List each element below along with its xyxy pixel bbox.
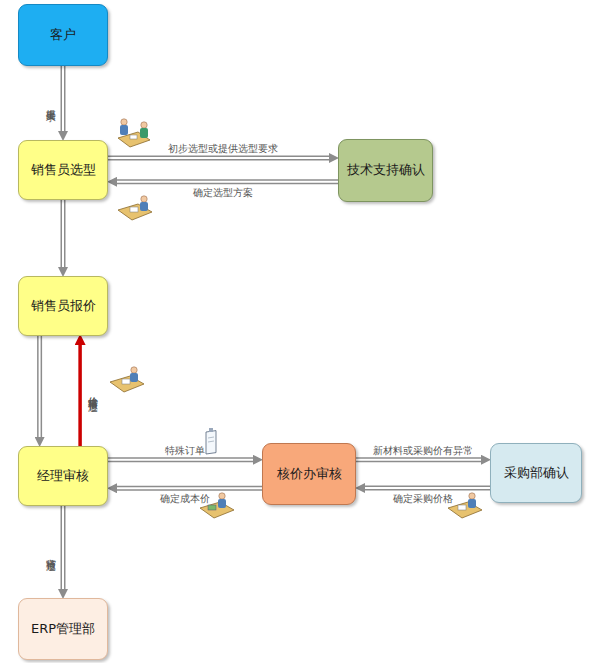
edge-label: 确定成本价 xyxy=(160,493,210,504)
process-box: 销售员报价 xyxy=(18,276,108,336)
edge-label: 特殊订单 xyxy=(165,445,205,456)
arrow-line xyxy=(37,336,42,437)
arrow-line xyxy=(117,179,338,184)
arrow-line xyxy=(108,457,253,462)
arrow-line xyxy=(117,486,262,491)
node-label: 采购部确认 xyxy=(500,463,573,483)
flow-arrow xyxy=(63,200,64,267)
flow-arrow xyxy=(80,345,81,446)
process-box: 客户 xyxy=(18,4,108,66)
node-label: 客户 xyxy=(46,25,80,45)
arrow-core xyxy=(62,200,64,267)
node-label: 销售员选型 xyxy=(27,160,100,180)
clipart-icon xyxy=(118,119,150,147)
arrow-core xyxy=(117,487,262,489)
arrow-core xyxy=(117,181,338,183)
flow-arrow xyxy=(117,488,262,489)
edge-label: 初步选型或提供选型要求 xyxy=(168,143,278,154)
flow-arrow xyxy=(108,158,329,159)
flow-arrow xyxy=(63,66,64,131)
arrow-line xyxy=(61,66,66,131)
node-label: 销售员报价 xyxy=(27,296,100,316)
arrow-line xyxy=(108,156,329,161)
edge-label: 价格审核不通过 xyxy=(87,388,98,395)
flow-arrow xyxy=(356,459,481,460)
arrow-line xyxy=(356,457,481,462)
arrow-core xyxy=(62,506,64,589)
flow-arrow xyxy=(117,181,338,182)
process-box: 经理审核 xyxy=(18,446,108,506)
process-box: 销售员选型 xyxy=(18,140,108,200)
node-label: 技术支持确认 xyxy=(343,160,429,180)
edge-label: 提出要求 xyxy=(45,101,56,105)
arrow-core xyxy=(108,459,253,461)
arrow-line xyxy=(365,486,490,491)
edge-label: 确定采购价格 xyxy=(393,493,453,504)
node-label: 经理审核 xyxy=(33,466,93,486)
flow-arrow xyxy=(108,459,253,460)
edge-label: 审核通过 xyxy=(45,550,56,554)
arrow-core xyxy=(62,66,64,131)
arrow-core xyxy=(39,336,41,437)
clipart-icon xyxy=(206,428,216,454)
arrow-core xyxy=(108,157,329,159)
edge-label: 确定选型方案 xyxy=(193,187,253,198)
process-box: 采购部确认 xyxy=(490,443,582,503)
process-box: 核价办审核 xyxy=(262,443,356,505)
flow-arrow xyxy=(365,488,490,489)
node-label: ERP管理部 xyxy=(27,619,99,639)
node-label: 核价办审核 xyxy=(273,464,346,484)
process-box: ERP管理部 xyxy=(18,598,108,660)
arrow-line xyxy=(78,345,82,446)
arrow-line xyxy=(61,200,66,267)
process-box: 技术支持确认 xyxy=(338,139,433,202)
clipart-icon xyxy=(448,493,482,518)
arrow-line xyxy=(61,506,66,589)
flow-arrow xyxy=(63,506,64,589)
arrow-core xyxy=(365,487,490,489)
clipart-icon xyxy=(118,196,152,220)
edge-label: 新材料或采购价有异常 xyxy=(373,445,473,456)
flow-arrow xyxy=(39,336,40,437)
arrow-core xyxy=(356,459,481,461)
clipart-icon xyxy=(110,367,144,392)
